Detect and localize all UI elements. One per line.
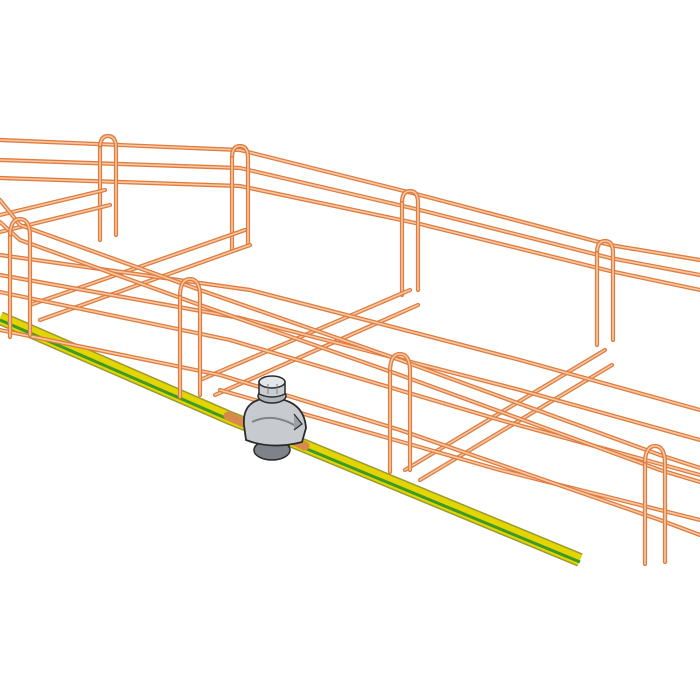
clamp-slot: [293, 413, 303, 431]
tray-floor-cross-wire: [0, 202, 113, 235]
tray-floor-cross-wire: [0, 187, 108, 218]
tray-front-bottom-rail: [0, 327, 700, 538]
cable-tray-front-wires: [0, 197, 700, 567]
cable-tray-icon: [0, 133, 700, 523]
bonding-clamp-icon: [243, 375, 307, 461]
tray-back-loop: [399, 188, 421, 293]
tray-front-loop: [177, 276, 203, 398]
tray-back-top-rail: [0, 137, 700, 263]
tray-front-loop: [387, 351, 413, 473]
tray-front-loop: [7, 216, 33, 338]
tray-floor-long-wire: [0, 252, 700, 413]
tray-back-loop: [594, 238, 616, 343]
clamp-body-shade: [251, 416, 297, 427]
tray-front-loop: [642, 443, 668, 565]
bolt-icon: [257, 375, 287, 404]
tray-floor-cross-wire: [212, 302, 421, 398]
tray-floor-long-wire: [217, 387, 700, 523]
clamp-body: [243, 397, 307, 447]
tray-floor-cross-wire: [402, 347, 608, 473]
tray-back-loop: [229, 143, 251, 248]
tray-back-loop: [97, 133, 119, 238]
copper-conductor-left: [223, 411, 249, 428]
